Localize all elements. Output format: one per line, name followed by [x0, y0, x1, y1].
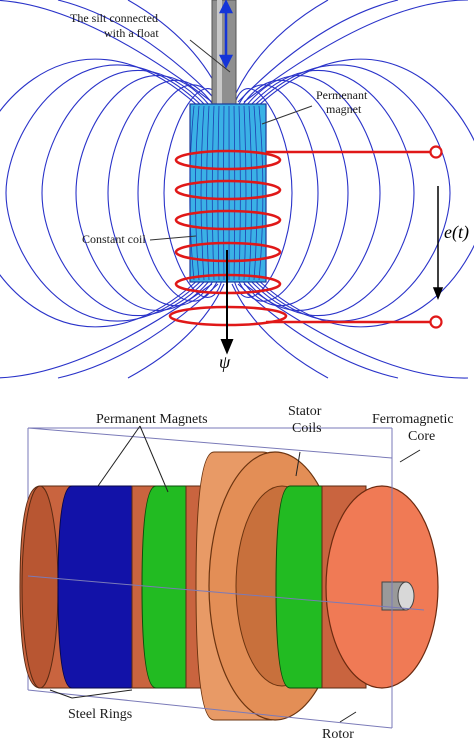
field-line: [57, 283, 219, 379]
stator-label-line1: Stator: [288, 404, 322, 419]
coil-loop: [174, 149, 282, 171]
field-line: [0, 58, 199, 328]
core-label-line1: Ferromagnetic: [372, 412, 454, 427]
field-line: [137, 84, 219, 302]
magnet-stripe: [217, 105, 220, 281]
field-line: [0, 0, 213, 103]
field-line: [249, 69, 415, 317]
top-panel: The silt connected with a float Permenan…: [0, 0, 474, 379]
stator-label-line2: Coils: [292, 421, 322, 436]
coil-terminal-bottom: [429, 315, 443, 329]
field-line: [245, 75, 381, 311]
field-line: [127, 283, 225, 379]
magnet-stripe: [233, 105, 236, 281]
rod-motion-arrow: [218, 0, 234, 69]
field-line: [41, 69, 207, 317]
emf-label: e(t): [444, 222, 469, 243]
coil-terminal-top: [429, 145, 443, 159]
field-line: [257, 58, 474, 328]
field-line: [231, 283, 329, 379]
emf-arrow: [432, 186, 444, 301]
field-line: [237, 283, 399, 379]
bottom-panel: Permanent Magnets Stator Coils Ferromagn…: [19, 404, 454, 742]
magnet-stripe: [223, 105, 225, 281]
field-line: [243, 283, 469, 379]
core-label-line2: Core: [408, 429, 435, 444]
steel-rings-label: Steel Rings: [68, 707, 132, 722]
leader-lines: [149, 39, 313, 241]
permanent-magnets-label: Permanent Magnets: [96, 412, 208, 427]
field-line: [241, 79, 349, 307]
flux-arrow: [220, 250, 234, 355]
field-line: [163, 88, 223, 298]
rotor-shaft: [381, 581, 415, 611]
magnet-stripe: [238, 105, 241, 281]
coil-loop: [174, 209, 282, 231]
frame-lines-front: [27, 427, 425, 729]
blue-magnet: [57, 485, 133, 689]
field-line: [5, 64, 203, 322]
field-line: [0, 283, 213, 379]
field-line: [253, 64, 451, 322]
coil-leads: [266, 150, 430, 324]
float-label-line1: The silt connected: [70, 11, 158, 25]
magnet-stripe: [211, 105, 215, 281]
green-magnet-right: [275, 485, 323, 689]
rod-highlight: [217, 0, 222, 104]
rotor-label: Rotor: [322, 727, 354, 742]
coil-label: Constant coil: [82, 232, 146, 246]
bottom-leader-lines: [49, 425, 421, 723]
float-label-line2: with a float: [104, 26, 159, 40]
field-line: [231, 0, 329, 103]
magnet-label-line1: Permenant: [316, 88, 368, 102]
green-magnet-left: [141, 485, 187, 689]
field-line: [237, 0, 399, 103]
field-line: [243, 0, 469, 103]
field-line: [57, 0, 219, 103]
field-line: [233, 88, 293, 298]
field-line: [75, 75, 211, 311]
flux-label: ψ: [219, 352, 231, 372]
field-line: [107, 79, 215, 307]
field-line: [237, 84, 319, 302]
coil-loop: [174, 179, 282, 201]
float-rod: [211, 0, 237, 105]
magnet-label-line2: magnet: [326, 102, 362, 116]
magnetic-field-lines: [0, 0, 474, 379]
